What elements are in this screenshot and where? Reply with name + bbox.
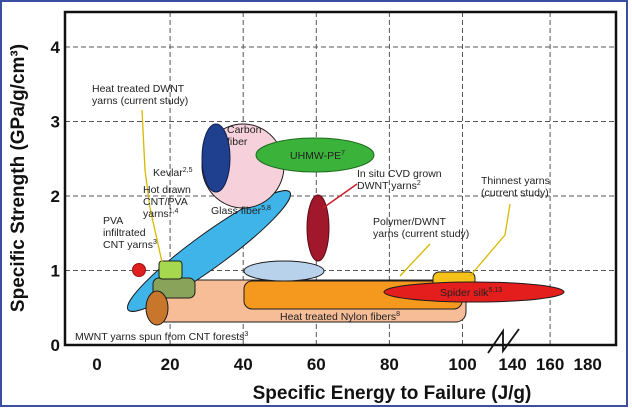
callout-line (141, 109, 163, 263)
axis-ticks: 0 20 40 60 80 100 140 160 180 0 1 2 3 4 (51, 38, 602, 374)
x-tick-label: 180 (574, 355, 602, 374)
x-tick-label: 20 (161, 355, 180, 374)
callout-line (322, 183, 358, 209)
x-axis-title: Specific Energy to Failure (J/g) (253, 383, 532, 404)
label-nylon: Heat treated Nylon fibers8 (280, 311, 400, 323)
region-heat-treated-dwnt-yarns-current-study- (158, 260, 183, 280)
region-kevlar (201, 123, 231, 193)
label-mwnt: MWNT yarns spun from CNT forests3 (75, 331, 248, 343)
grid (65, 12, 616, 345)
x-tick-label: 160 (536, 355, 564, 374)
label-kevlar: Kevlar2,5 (153, 167, 193, 179)
region-mwnt-yarns-spun-from-cnt-forests (145, 290, 169, 326)
y-axis-title: Specific Strength (GPa/g/cm³) (8, 44, 29, 312)
region-pva-infiltrated-cnt-yarns (132, 263, 146, 277)
callouts (141, 109, 511, 277)
region-glass-fiber (243, 260, 325, 282)
region-in-situ-cvd-grown-dwnt-yarns (306, 194, 330, 262)
regions (126, 123, 565, 326)
x-tick-label: 100 (448, 355, 476, 374)
label-glass-fiber: Glass fiber5,8 (211, 205, 271, 217)
region-spider-silk (383, 281, 565, 303)
y-tick-label: 0 (51, 336, 60, 355)
y-tick-label: 3 (51, 113, 60, 132)
x-tick-label: 40 (234, 355, 253, 374)
label-thinnest-yarns: Thinnest yarns(current study) (481, 175, 550, 199)
label-spider-silk: Spider silk5,13 (440, 287, 502, 299)
plot-border (63, 10, 618, 347)
callout-line (469, 203, 511, 277)
y-tick-label: 4 (51, 38, 61, 57)
region-uhmw-pe (255, 137, 375, 173)
axis-break-mark (487, 328, 520, 354)
plot-area (63, 10, 618, 347)
x-tick-label: 140 (498, 355, 526, 374)
y-tick-label: 2 (51, 187, 60, 206)
label-uhmw-pe: UHMW-PE7 (290, 150, 345, 162)
x-tick-label: 0 (92, 355, 101, 374)
y-tick-label: 1 (51, 262, 60, 281)
callout-line (399, 243, 431, 277)
x-tick-label: 80 (380, 355, 399, 374)
x-tick-label: 60 (307, 355, 326, 374)
